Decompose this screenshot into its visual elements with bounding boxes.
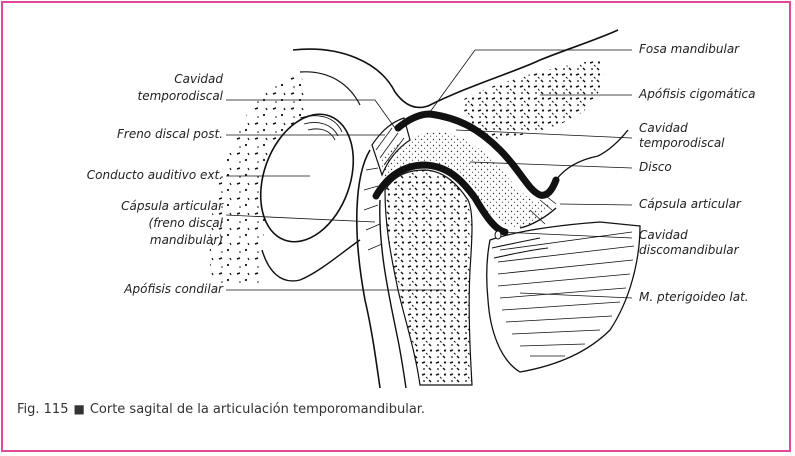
label-cavidad-temporodiscal-right-2: temporodiscal xyxy=(639,136,725,151)
joint-capsule-posterior xyxy=(357,150,380,388)
label-capsula-articular-left-1: Cápsula articular xyxy=(121,199,223,214)
label-apofisis-cigomatica: Apófisis cigomática xyxy=(639,87,756,102)
label-cavidad-discomandibular-2: discomandibular xyxy=(639,243,739,258)
label-cavidad-temporodiscal-left-1: Cavidad xyxy=(174,72,223,87)
tympanic-plate-lower xyxy=(262,240,360,281)
label-capsula-articular-left-2: (freno discal xyxy=(149,216,223,231)
label-cavidad-discomandibular-1: Cavidad xyxy=(639,228,688,243)
label-disco: Disco xyxy=(639,160,672,175)
label-freno-discal-post: Freno discal post. xyxy=(117,127,223,142)
label-capsula-articular-left-3: mandibular) xyxy=(150,233,223,248)
articular-eminence-outline xyxy=(598,130,628,156)
caption-text: Corte sagital de la articulación temporo… xyxy=(90,402,425,417)
caption-bullet: ■ xyxy=(73,402,84,416)
figure-caption: Fig. 115 ■ Corte sagital de la articulació… xyxy=(17,402,425,417)
label-cavidad-temporodiscal-left-2: temporodiscal xyxy=(138,89,224,104)
condylar-process xyxy=(385,170,472,385)
label-capsula-articular-right: Cápsula articular xyxy=(639,197,741,212)
zygomatic-process-region xyxy=(462,60,604,140)
label-fosa-mandibular: Fosa mandibular xyxy=(639,42,739,57)
label-conducto-auditivo-ext: Conducto auditivo ext. xyxy=(87,168,223,183)
leader-capsula-articular-right xyxy=(560,204,632,205)
label-apofisis-condilar: Apófisis condilar xyxy=(124,282,223,297)
label-m-pterigoideo-lat: M. pterigoideo lat. xyxy=(639,290,749,305)
label-cavidad-temporodiscal-right-1: Cavidad xyxy=(639,121,688,136)
figure-number: Fig. 115 xyxy=(17,402,68,417)
